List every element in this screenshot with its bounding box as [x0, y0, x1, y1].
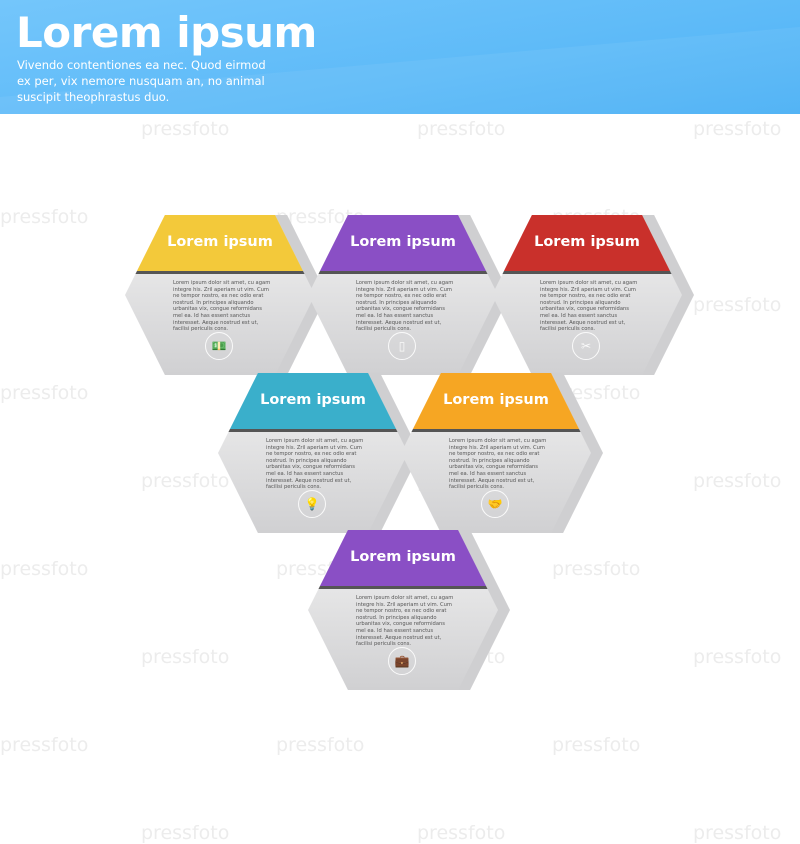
- lightbulb-icon: 💡: [298, 490, 326, 518]
- watermark-text: pressfoto: [417, 822, 506, 844]
- card-text: Lorem ipsum dolor sit amet, cu agam inte…: [356, 280, 454, 333]
- hexagon-card: Lorem ipsum Lorem ipsum dolor sit amet, …: [492, 215, 694, 375]
- watermark-text: pressfoto: [141, 822, 230, 844]
- hexagon-card: Lorem ipsum Lorem ipsum dolor sit amet, …: [218, 373, 420, 533]
- watermark-text: pressfoto: [693, 822, 782, 844]
- watermark-text: pressfoto: [552, 558, 641, 580]
- puzzle-icon: ✂: [572, 332, 600, 360]
- hexagon-card: Lorem ipsum Lorem ipsum dolor sit amet, …: [308, 215, 510, 375]
- card-title: Lorem ipsum: [167, 234, 273, 250]
- money-icon: 💵: [205, 332, 233, 360]
- card-text: Lorem ipsum dolor sit amet, cu agam inte…: [356, 595, 454, 648]
- card-title: Lorem ipsum: [350, 549, 456, 565]
- watermark-text: pressfoto: [141, 470, 230, 492]
- hexagon-card: Lorem ipsum Lorem ipsum dolor sit amet, …: [308, 530, 510, 690]
- hexagon-card: Lorem ipsum Lorem ipsum dolor sit amet, …: [401, 373, 603, 533]
- card-text: Lorem ipsum dolor sit amet, cu agam inte…: [173, 280, 271, 333]
- watermark-text: pressfoto: [0, 558, 89, 580]
- watermark-text: pressfoto: [552, 734, 641, 756]
- card-text: Lorem ipsum dolor sit amet, cu agam inte…: [449, 438, 547, 491]
- hexagon-body: Lorem ipsum Lorem ipsum dolor sit amet, …: [125, 215, 315, 375]
- watermark-text: pressfoto: [0, 382, 89, 404]
- card-title: Lorem ipsum: [260, 392, 366, 408]
- card-title: Lorem ipsum: [350, 234, 456, 250]
- briefcase-icon: 💼: [388, 647, 416, 675]
- watermark-text: pressfoto: [693, 470, 782, 492]
- card-text: Lorem ipsum dolor sit amet, cu agam inte…: [540, 280, 638, 333]
- hexagon-body: Lorem ipsum Lorem ipsum dolor sit amet, …: [218, 373, 408, 533]
- hexagon-body: Lorem ipsum Lorem ipsum dolor sit amet, …: [492, 215, 682, 375]
- watermark-text: pressfoto: [0, 734, 89, 756]
- watermark-text: pressfoto: [417, 118, 506, 140]
- hexagon-body: Lorem ipsum Lorem ipsum dolor sit amet, …: [308, 530, 498, 690]
- header-banner: Lorem ipsum Vivendo contentiones ea nec.…: [0, 0, 800, 114]
- watermark-text: pressfoto: [141, 646, 230, 668]
- hexagon-card: Lorem ipsum Lorem ipsum dolor sit amet, …: [125, 215, 327, 375]
- page-subtitle: Vivendo contentiones ea nec. Quod eirmod…: [17, 58, 266, 104]
- card-title: Lorem ipsum: [534, 234, 640, 250]
- tablet-icon: ▯: [388, 332, 416, 360]
- watermark-text: pressfoto: [276, 734, 365, 756]
- watermark-text: pressfoto: [693, 646, 782, 668]
- hexagon-body: Lorem ipsum Lorem ipsum dolor sit amet, …: [308, 215, 498, 375]
- watermark-text: pressfoto: [693, 118, 782, 140]
- watermark-text: pressfoto: [693, 294, 782, 316]
- handshake-icon: 🤝: [481, 490, 509, 518]
- watermark-text: pressfoto: [141, 118, 230, 140]
- watermark-text: pressfoto: [0, 206, 89, 228]
- card-text: Lorem ipsum dolor sit amet, cu agam inte…: [266, 438, 364, 491]
- card-title: Lorem ipsum: [443, 392, 549, 408]
- hexagon-body: Lorem ipsum Lorem ipsum dolor sit amet, …: [401, 373, 591, 533]
- page-title: Lorem ipsum: [16, 8, 317, 57]
